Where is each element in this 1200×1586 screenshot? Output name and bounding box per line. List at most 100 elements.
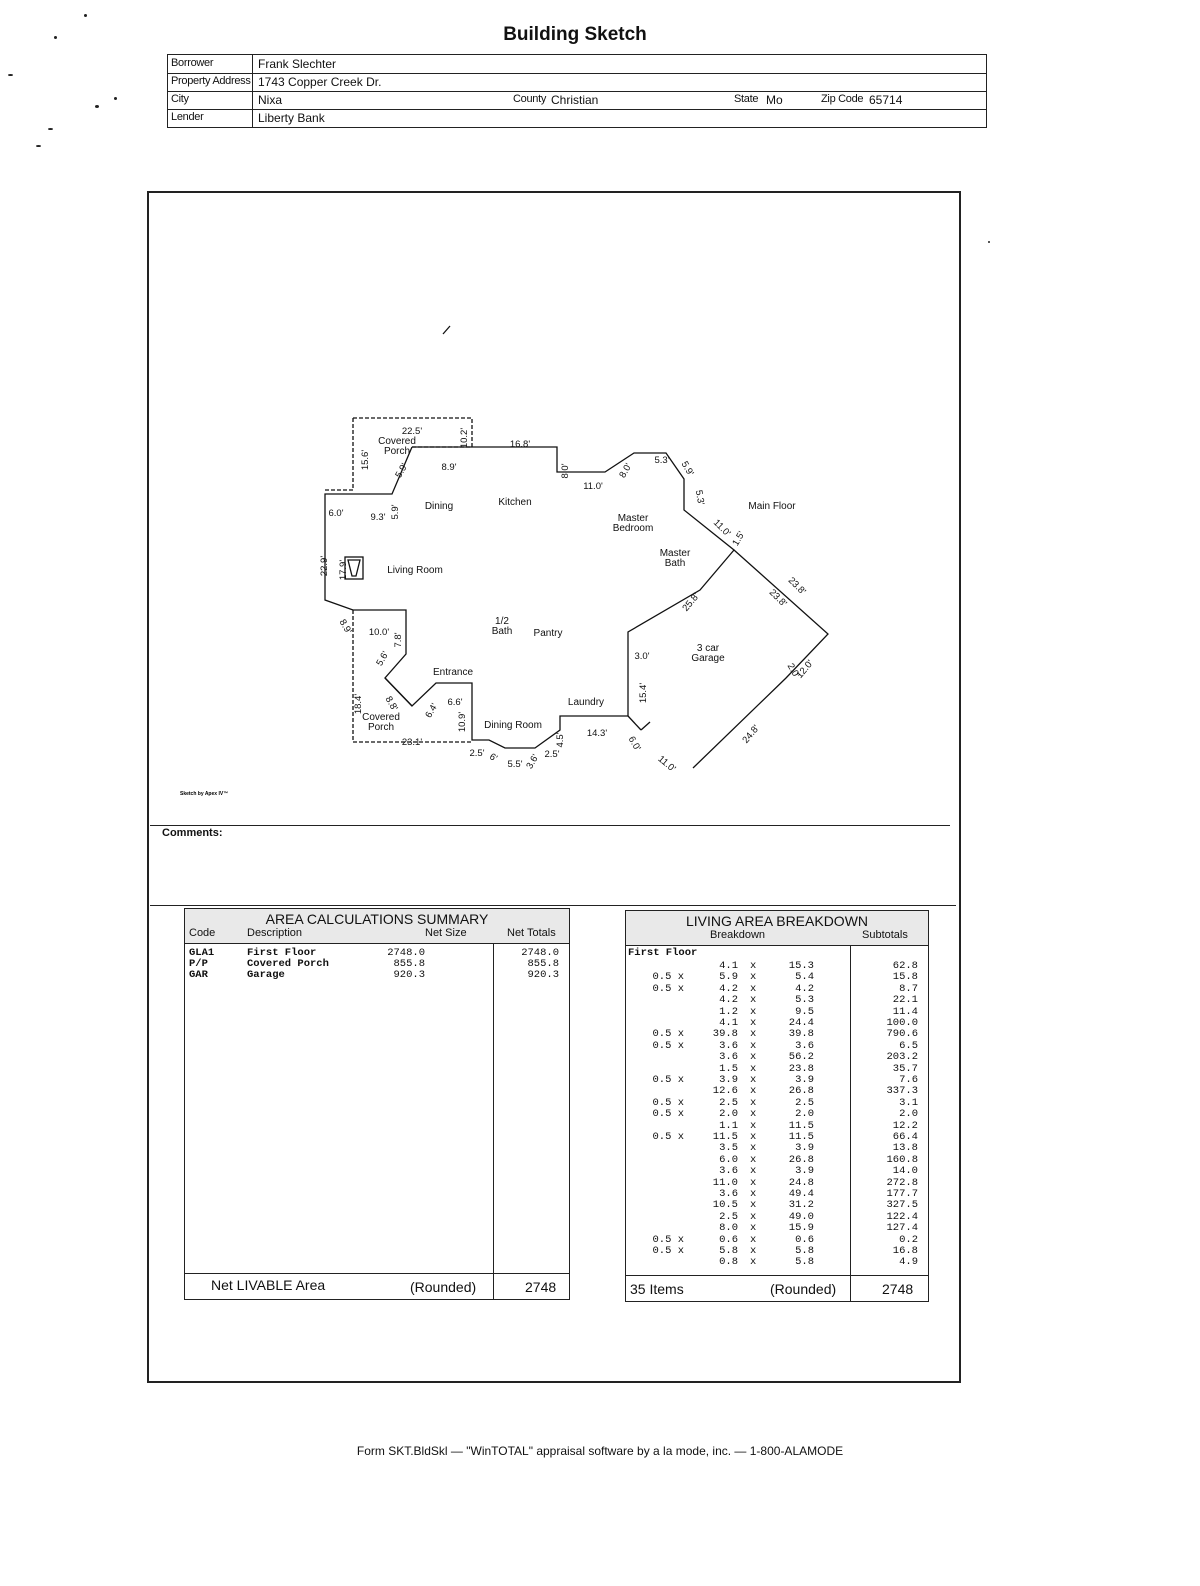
room-label-dining: Dining bbox=[425, 501, 453, 512]
calc-divider bbox=[150, 905, 956, 906]
dimension-label: 5.3' bbox=[654, 455, 669, 466]
city-row: City Nixa County Christian State Mo Zip … bbox=[168, 91, 986, 110]
breakdown-rounded-label: (Rounded) bbox=[770, 1281, 837, 1297]
dimension-label: 6.0' bbox=[328, 508, 343, 519]
breakdown-cell-x: x bbox=[750, 971, 757, 984]
breakdown-cell-s: 122.4 bbox=[886, 1210, 918, 1223]
city-label: City bbox=[171, 93, 189, 105]
col-breakdown: Breakdown bbox=[710, 929, 766, 941]
main-floor-outline bbox=[324, 446, 735, 749]
col-net-size: Net Size bbox=[425, 927, 467, 939]
room-label-dining-room: Dining Room bbox=[484, 720, 542, 731]
dimension-label: 8.0' bbox=[560, 463, 571, 478]
dimension-label: 11.0' bbox=[656, 754, 678, 775]
dimension-label: 23.8' bbox=[786, 575, 808, 597]
room-label-laundry: Laundry bbox=[568, 697, 604, 708]
dimension-label: 5.5' bbox=[507, 759, 522, 770]
area-cell-total: 920.3 bbox=[527, 969, 559, 981]
breakdown-cell-x: x bbox=[750, 982, 757, 995]
breakdown-cell-a: 3.9 bbox=[719, 1074, 738, 1086]
dimension-label: 22.9' bbox=[319, 556, 330, 576]
page-title: Building Sketch bbox=[503, 24, 647, 45]
scan-speck bbox=[48, 128, 53, 130]
comments-divider bbox=[150, 825, 950, 826]
dimension-label: 10.2' bbox=[459, 428, 470, 448]
breakdown-cell-b: 5.8 bbox=[795, 1256, 814, 1269]
breakdown-cell-x: x bbox=[750, 1256, 757, 1269]
area-cell-size: 920.3 bbox=[393, 969, 425, 981]
city-value: Nixa bbox=[258, 93, 283, 107]
scan-speck bbox=[95, 105, 99, 108]
breakdown-cell-f: 0.5 x bbox=[652, 971, 684, 984]
porch-edge bbox=[384, 677, 413, 707]
breakdown-cell-b: 11.5 bbox=[788, 1131, 814, 1143]
breakdown-cell-x: x bbox=[750, 960, 757, 972]
living-breakdown-title: LIVING AREA BREAKDOWN bbox=[685, 913, 869, 929]
breakdown-cell-a: 10.5 bbox=[712, 1199, 738, 1212]
county-value: Christian bbox=[551, 93, 599, 107]
breakdown-cell-a: 4.1 bbox=[719, 960, 738, 972]
dimension-label: 6' bbox=[487, 751, 499, 764]
dimension-label: 11.0' bbox=[583, 481, 603, 492]
summary-footer-rule bbox=[185, 1273, 569, 1274]
breakdown-cell-x: x bbox=[750, 1233, 757, 1246]
breakdown-cell-a: 4.2 bbox=[719, 994, 738, 1007]
breakdown-cell-a: 5.9 bbox=[719, 971, 738, 984]
dimension-label: 4.5' bbox=[555, 732, 566, 747]
room-label-living-room: Living Room bbox=[387, 565, 443, 576]
breakdown-cell-s: 6.5 bbox=[899, 1039, 918, 1052]
breakdown-cell-f: 0.5 x bbox=[652, 1039, 684, 1052]
breakdown-cell-b: 0.6 bbox=[795, 1233, 814, 1246]
breakdown-cell-x: x bbox=[750, 1096, 757, 1109]
breakdown-total-value: 2748 bbox=[882, 1281, 914, 1297]
breakdown-cell-s: 100.0 bbox=[886, 1017, 918, 1029]
breakdown-cell-s: 13.8 bbox=[892, 1142, 918, 1155]
breakdown-cell-s: 2.0 bbox=[899, 1108, 918, 1121]
breakdown-cell-s: 0.2 bbox=[899, 1233, 918, 1246]
breakdown-cell-s: 337.3 bbox=[886, 1085, 918, 1098]
dimension-label: 10.0' bbox=[369, 627, 389, 638]
borrower-row: Borrower Frank Slechter bbox=[168, 55, 986, 74]
breakdown-cell-x: x bbox=[750, 1017, 757, 1029]
breakdown-cell-s: 16.8 bbox=[892, 1245, 918, 1257]
breakdown-cell-a: 8.0 bbox=[719, 1222, 738, 1235]
breakdown-cell-x: x bbox=[750, 1176, 757, 1189]
dimension-label: 1.5' bbox=[730, 529, 747, 548]
breakdown-cell-s: 177.7 bbox=[886, 1188, 918, 1200]
breakdown-cell-b: 31.2 bbox=[788, 1199, 814, 1212]
breakdown-cell-f: 0.5 x bbox=[652, 1131, 684, 1143]
area-summary-box: AREA CALCULATIONS SUMMARY Code Descripti… bbox=[184, 908, 570, 1300]
form-footer: Form SKT.BldSkl — "WinTOTAL" appraisal s… bbox=[356, 1444, 844, 1458]
breakdown-cell-b: 24.8 bbox=[788, 1176, 814, 1189]
living-breakdown-header: LIVING AREA BREAKDOWN Breakdown Subtotal… bbox=[626, 911, 928, 946]
col-divider bbox=[493, 943, 494, 1299]
breakdown-cell-a: 3.6 bbox=[719, 1188, 738, 1200]
breakdown-cell-x: x bbox=[750, 1142, 757, 1155]
breakdown-cell-b: 11.5 bbox=[788, 1119, 814, 1132]
dimension-label: 16.8' bbox=[510, 439, 530, 450]
breakdown-cell-a: 2.0 bbox=[719, 1108, 738, 1121]
garage-outline bbox=[692, 549, 829, 769]
breakdown-cell-a: 5.8 bbox=[719, 1245, 738, 1257]
dimension-label: 15.6' bbox=[360, 450, 371, 470]
breakdown-cell-b: 49.0 bbox=[788, 1210, 814, 1223]
zip-label: Zip Code bbox=[821, 93, 864, 105]
dimension-label: 8.9' bbox=[337, 617, 354, 636]
area-cell-total: 2748.0 bbox=[521, 947, 559, 959]
dimension-label: 15.4' bbox=[638, 683, 649, 703]
area-summary-header: AREA CALCULATIONS SUMMARY Code Descripti… bbox=[185, 909, 569, 944]
